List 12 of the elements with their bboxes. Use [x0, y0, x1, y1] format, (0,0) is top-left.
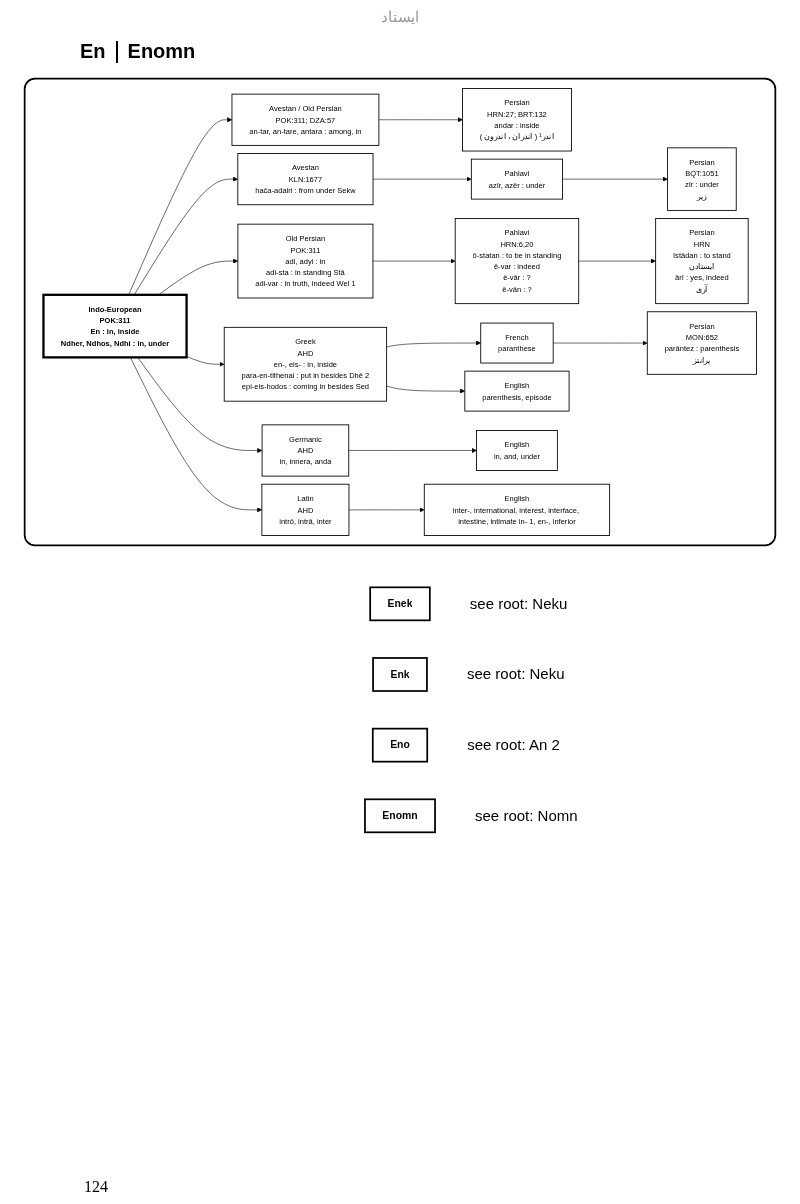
page-title: En: [80, 40, 106, 63]
cross-reference: see root: An 2: [467, 736, 560, 754]
node-box: Eno: [371, 727, 429, 763]
node-box: Enk: [372, 657, 428, 692]
page-title: Enomn: [127, 40, 196, 63]
page-header: ایستاد: [381, 8, 419, 26]
node-box: Enek: [369, 586, 431, 622]
cross-reference: see root: Neku: [469, 594, 568, 612]
cross-reference: see root: Neku: [466, 665, 565, 683]
node-box: Enomn: [364, 798, 436, 834]
cross-reference: see root: Nomn: [475, 806, 578, 824]
page-number: 124: [84, 1178, 108, 1195]
